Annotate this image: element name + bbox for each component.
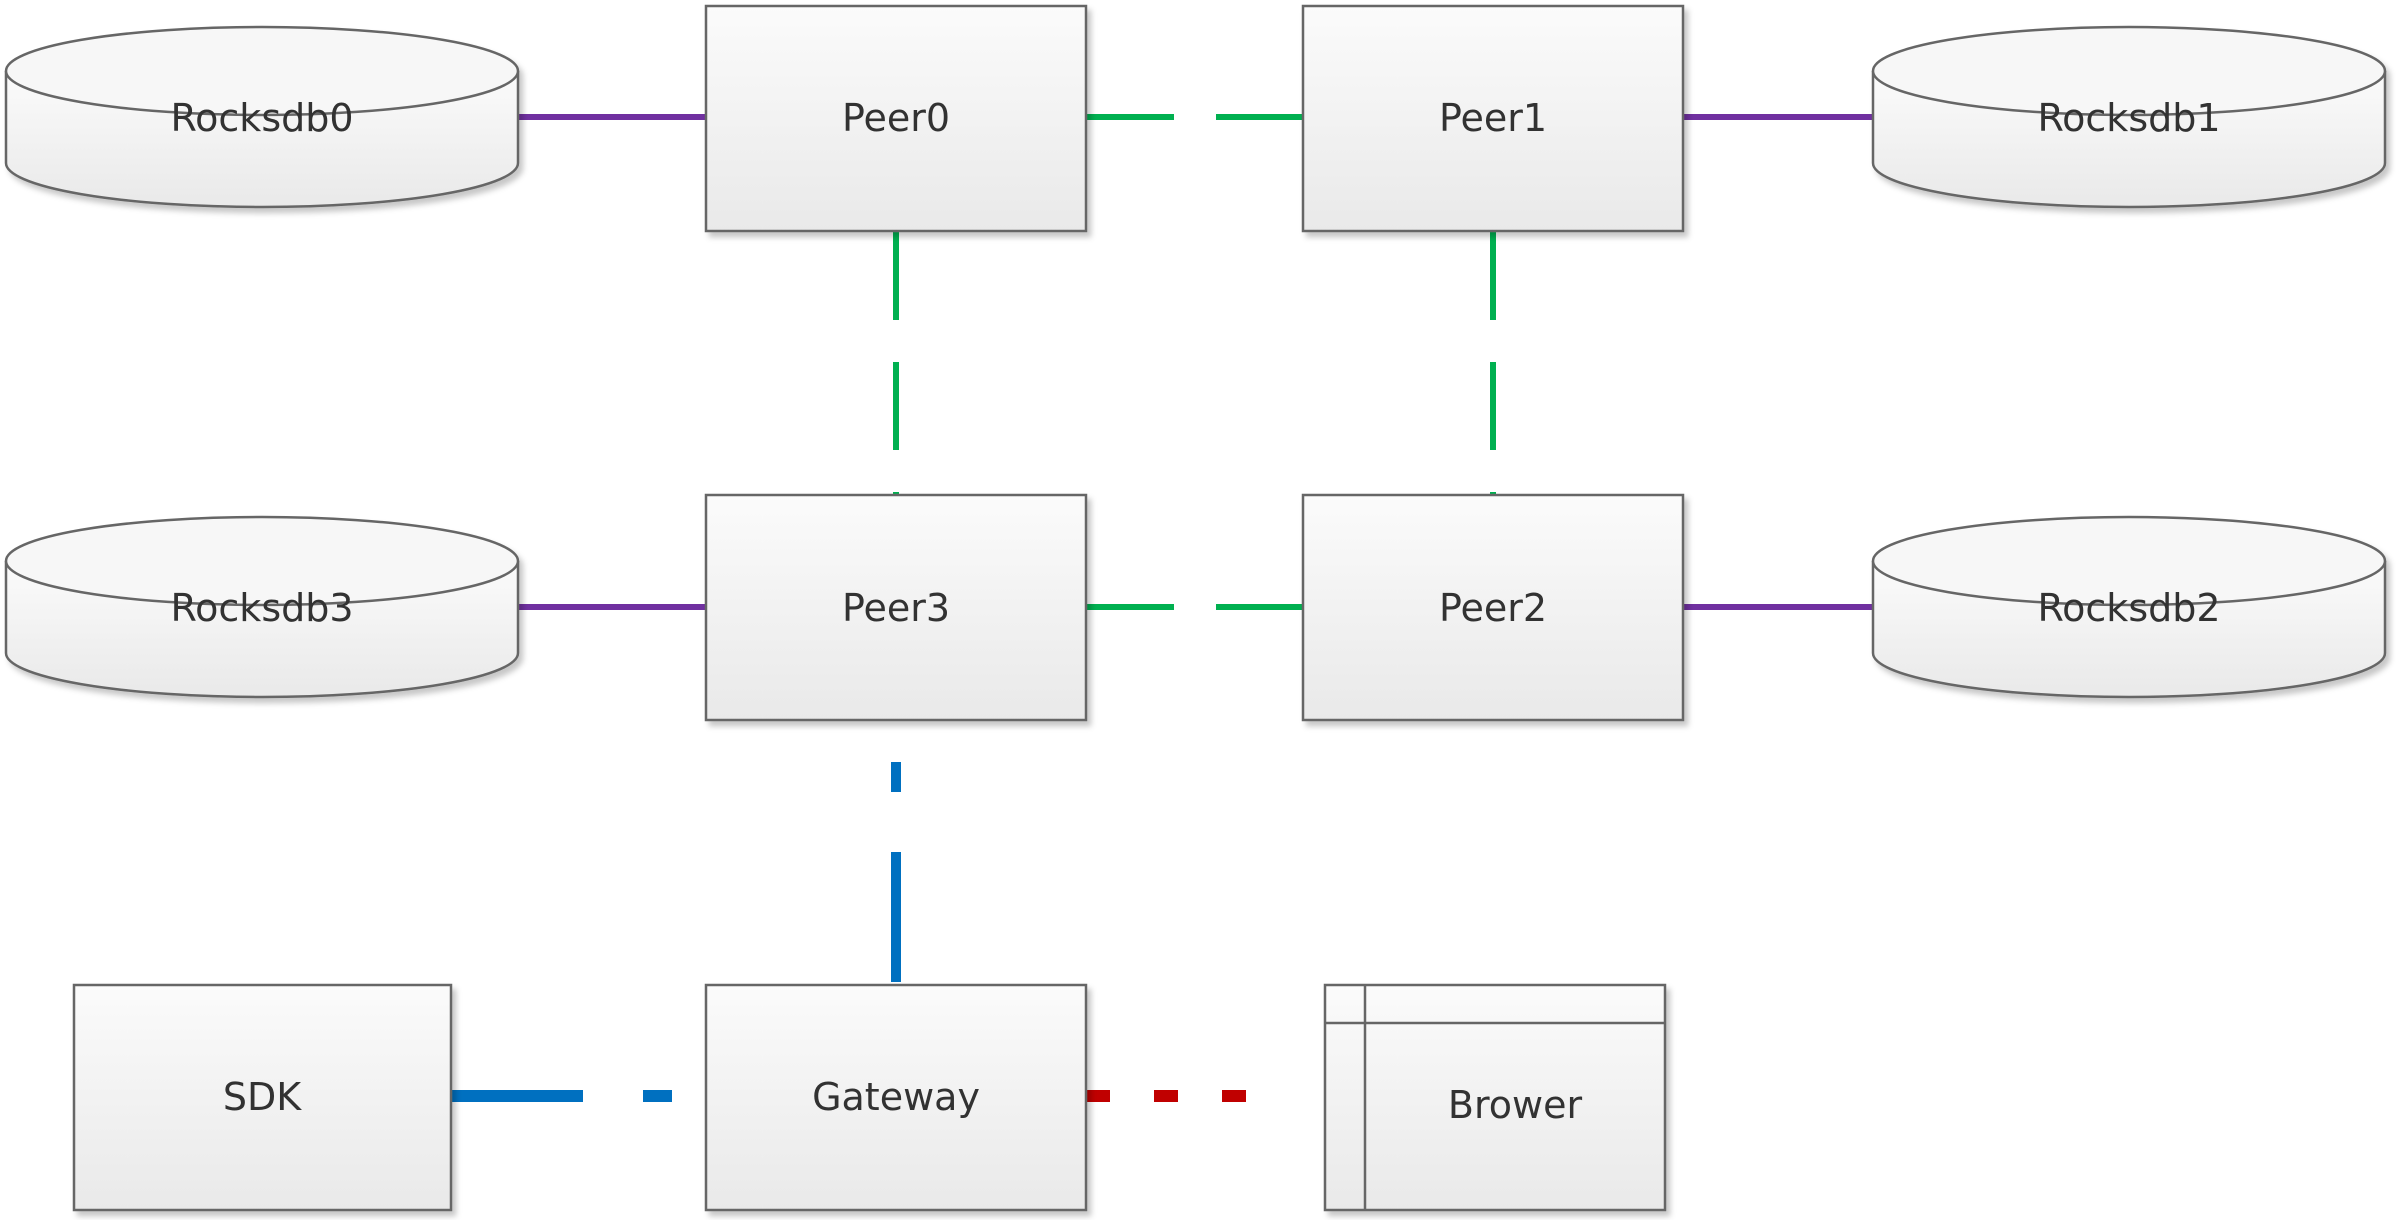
peer0-node: Peer0 (704, 4, 1088, 233)
peer1-node: Peer1 (1301, 4, 1685, 233)
browser-label: Brower (1448, 1083, 1583, 1127)
rocksdb0-label: Rocksdb0 (170, 96, 353, 140)
sdk-node: SDK (72, 983, 453, 1212)
peer0-label: Peer0 (842, 96, 950, 140)
rocksdb3-database: Rocksdb3 (4, 515, 520, 699)
peer2-node: Peer2 (1301, 493, 1685, 722)
browser-node: Brower (1323, 983, 1667, 1212)
peer3-label: Peer3 (842, 586, 950, 630)
rocksdb3-label: Rocksdb3 (170, 586, 353, 630)
peer3-node: Peer3 (704, 493, 1088, 722)
gateway-label: Gateway (812, 1075, 980, 1119)
rocksdb2-label: Rocksdb2 (2037, 586, 2220, 630)
peer2-label: Peer2 (1439, 586, 1547, 630)
rocksdb0-database: Rocksdb0 (4, 25, 520, 209)
rocksdb1-database: Rocksdb1 (1871, 25, 2387, 209)
rocksdb1-label: Rocksdb1 (2037, 96, 2220, 140)
peer1-label: Peer1 (1439, 96, 1547, 140)
rocksdb2-database: Rocksdb2 (1871, 515, 2387, 699)
gateway-node: Gateway (704, 983, 1088, 1212)
sdk-label: SDK (223, 1075, 302, 1119)
